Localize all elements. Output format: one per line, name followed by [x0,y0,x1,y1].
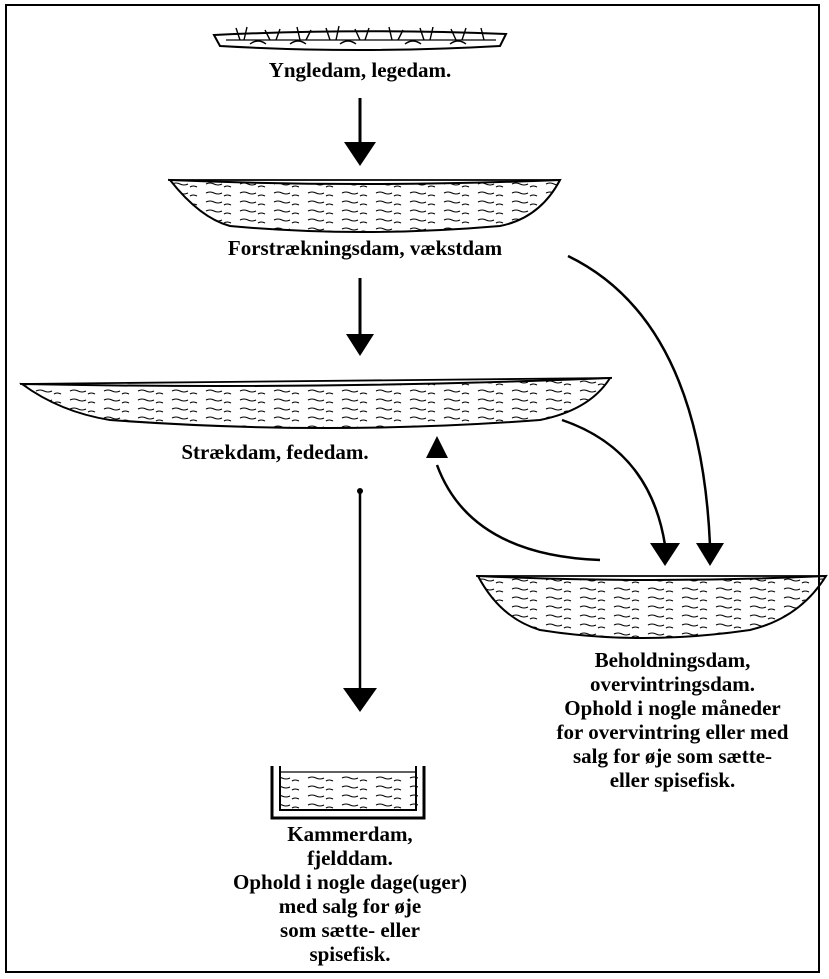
arrow-forstraekning-to-straekdam [346,278,374,356]
arrow-straekdam-to-beholdningsdam [562,420,680,566]
kammerdam-tank [272,766,424,818]
label-yngledam: Yngledam, legedam. [210,58,510,82]
label-straekdam: Strækdam, fededam. [150,440,400,464]
forstraekningsdam-pond [168,180,560,232]
arrow-forstraekning-to-beholdningsdam [568,256,724,566]
beholdningsdam-pond [476,576,826,638]
arrow-beholdningsdam-to-straekdam [426,436,600,560]
straekdam-pond [20,378,612,428]
yngledam-pond [214,26,506,50]
arrow-straekdam-to-kammerdam [343,488,377,712]
label-kammerdam: Kammerdam, fjelddam. Ophold i nogle dage… [205,822,495,966]
label-forstraekningsdam: Forstrækningsdam, vækstdam [180,236,550,260]
arrow-yngledam-to-forstraekning [344,98,376,166]
label-beholdningsdam: Beholdningsdam, overvintringsdam. Ophold… [520,648,825,792]
